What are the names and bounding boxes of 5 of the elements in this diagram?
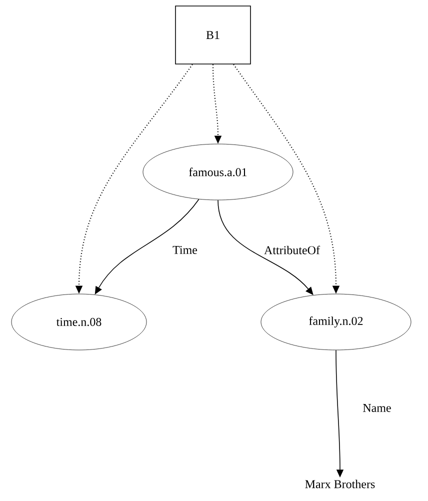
edge-label: Time [172, 244, 198, 256]
node-label: Marx Brothers [305, 480, 375, 488]
process-box: B1 [175, 6, 251, 64]
edge-label: AttributeOf [263, 244, 321, 256]
edge-label: Name [362, 403, 392, 413]
